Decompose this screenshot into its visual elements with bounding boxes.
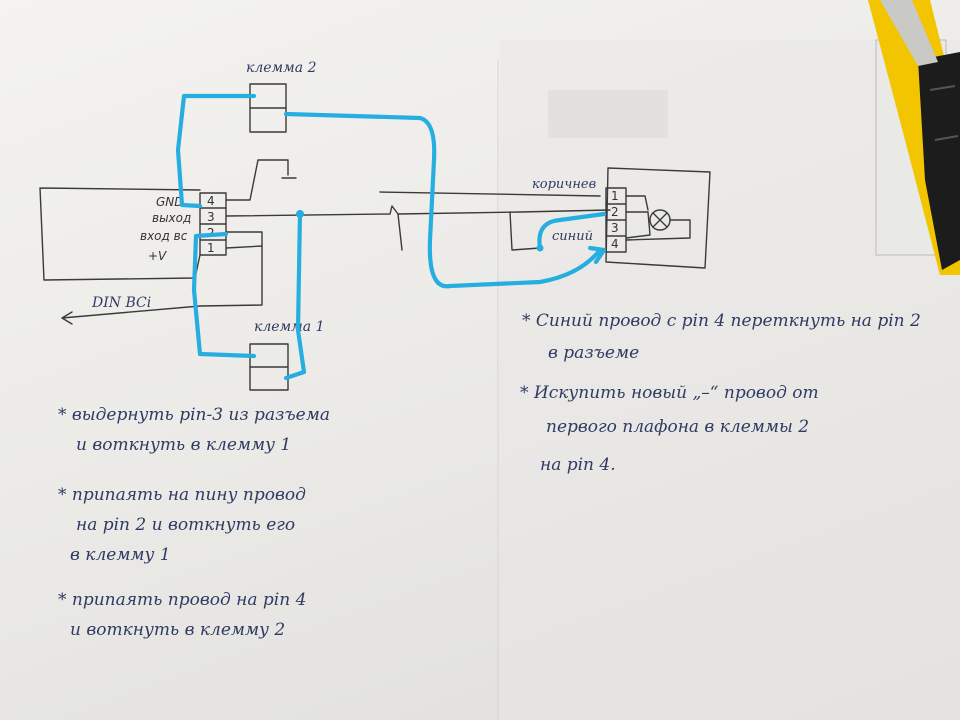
svg-text:и воткнуть в клемму 1: и воткнуть в клемму 1	[76, 435, 291, 455]
terminal-2-label: клемма 2	[246, 60, 317, 76]
solder-dot-2	[536, 244, 544, 252]
solder-dot-1	[296, 210, 304, 218]
signal-wires	[199, 159, 611, 307]
svg-text:* припаять провод на pin 4: * припаять провод на pin 4	[58, 590, 306, 610]
terminal-1	[249, 343, 289, 391]
notes-left: * выдернуть pin-3 из разъема и воткнуть …	[58, 405, 330, 640]
svg-text:в клемму 1: в клемму 1	[70, 545, 171, 565]
svg-text:в разъеме: в разъеме	[548, 343, 639, 363]
blue-wire-label: синий	[552, 229, 593, 244]
notes-right: * Синий провод с pin 4 переткнуть на pin…	[520, 311, 921, 475]
output-label: выход	[152, 211, 191, 225]
left-pin-4: 4	[207, 194, 215, 208]
right-pin-4: 4	[611, 237, 619, 251]
left-pin-3: 3	[207, 210, 215, 224]
svg-text:* выдернуть pin-3 из разъема: * выдернуть pin-3 из разъема	[58, 405, 330, 425]
right-pin-2: 2	[611, 205, 619, 219]
gnd-label: GND	[156, 195, 184, 209]
din-arrow	[61, 305, 201, 325]
right-pin-3: 3	[611, 221, 619, 235]
svg-text:первого плафона в клеммы 2: первого плафона в клеммы 2	[546, 417, 809, 437]
lamp-module	[605, 167, 711, 269]
svg-text:и воткнуть в клемму 2: и воткнуть в клемму 2	[70, 620, 285, 640]
left-pin-1: 1	[207, 241, 215, 255]
svg-text:на pin 4.: на pin 4.	[540, 455, 616, 475]
terminal-1-label: клемма 1	[254, 319, 324, 335]
utility-knife	[868, 0, 960, 275]
input-label: вход вс	[140, 229, 188, 243]
din-label: DIN BCi	[91, 295, 151, 311]
plus-v-label: +V	[148, 249, 167, 263]
svg-text:на pin 2 и воткнуть его: на pin 2 и воткнуть его	[76, 515, 295, 535]
terminal-2	[249, 83, 287, 133]
svg-text:* Искупить новый „–“ провод от: * Искупить новый „–“ провод от	[520, 383, 819, 403]
right-pin-1: 1	[611, 189, 619, 203]
svg-text:* припаять на пину провод: * припаять на пину провод	[58, 485, 306, 505]
brown-wire-label: коричнев	[532, 177, 596, 192]
blue-wires	[175, 93, 607, 381]
left-connector	[199, 192, 227, 256]
svg-text:* Синий провод с pin 4 переткн: * Синий провод с pin 4 переткнуть на pin…	[522, 311, 921, 331]
